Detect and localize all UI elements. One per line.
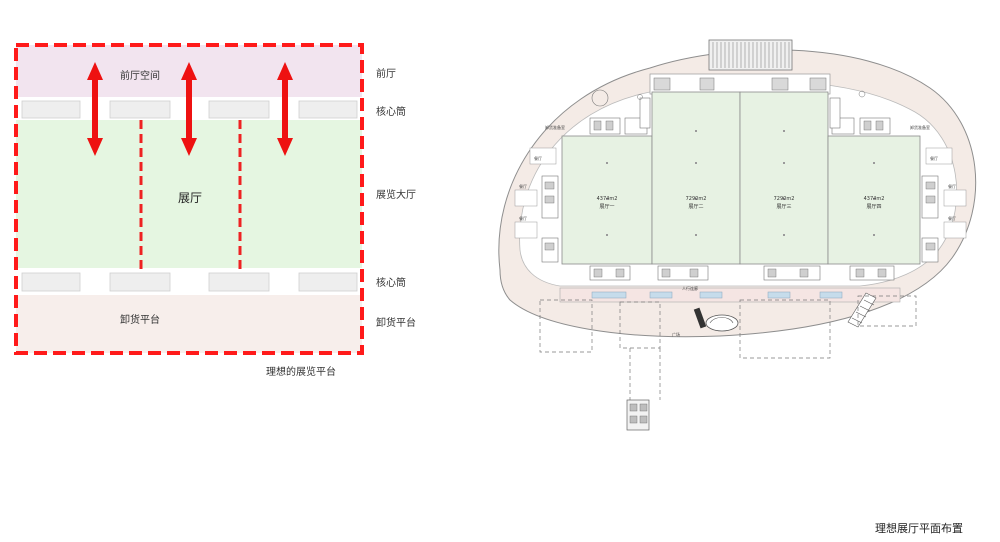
double-arrow-icon (277, 62, 293, 156)
core-cell (21, 100, 81, 119)
side-label-loading: 卸货平台 (376, 316, 416, 329)
core-cell (21, 272, 81, 292)
side-label-lobby: 前厅 (376, 67, 396, 80)
hall-name: 展厅一 (599, 204, 614, 210)
room-label: 餐厅 (930, 155, 938, 161)
hall-area: 7290m2 (774, 196, 795, 202)
landscape-feature (591, 89, 609, 107)
core-cell (208, 100, 270, 119)
room-label: 餐厅 (519, 215, 527, 221)
room-label: 餐厅 (948, 215, 956, 221)
dock-zone (16, 295, 362, 353)
flow-arrows (87, 62, 293, 156)
left-caption: 理想的展览平台 (266, 365, 336, 378)
ideal-platform-diagram: 前厅空间 展厅 卸货平台 前厅 核心筒 展览大厅 核心筒 卸货平台 理想的展览平… (14, 43, 416, 378)
core-cell (298, 100, 358, 119)
core-cell (208, 272, 270, 292)
hall-area: 4374m2 (597, 196, 618, 202)
zone-label-hall: 展厅 (178, 191, 202, 205)
double-arrow-icon (87, 62, 103, 156)
concourse (559, 287, 901, 303)
platform-boundary (14, 43, 364, 355)
double-arrow-icon (181, 62, 197, 156)
diagonal-stair (847, 292, 877, 328)
room-label: 餐厅 (534, 155, 542, 161)
side-label-core-top: 核心筒 (376, 105, 406, 118)
zone-label-lobby: 前厅空间 (120, 69, 160, 82)
side-label-core-bottom: 核心筒 (376, 276, 406, 289)
core-cell (298, 272, 358, 292)
hall-cell (739, 91, 829, 265)
hall-cell (651, 91, 741, 265)
hall-area: 4374m2 (864, 196, 885, 202)
plan-caption: 理想展厅平面布置 (875, 521, 963, 535)
room-label: 餐厅 (519, 183, 527, 189)
floor-plan: 4374m2 展厅一 7290m2 展厅二 7290m2 展厅三 4374m2 … (498, 39, 977, 431)
hall-area: 7290m2 (686, 196, 707, 202)
top-core-band (649, 73, 831, 95)
plaza-label: 广场 (672, 331, 680, 337)
corridor-label: 人行连廊 (682, 285, 698, 291)
core-cell (109, 272, 171, 292)
top-entrance (708, 39, 793, 71)
side-label-exhibition-hall: 展览大厅 (376, 188, 416, 201)
room-label: 卸货准备室 (545, 124, 565, 130)
plaza-sculpture (693, 307, 739, 332)
room-label: 餐厅 (948, 183, 956, 189)
room-label: 卸货准备室 (910, 124, 930, 130)
hall-name: 展厅二 (688, 204, 703, 210)
hall-name: 展厅四 (866, 204, 881, 210)
glass-panels (591, 291, 843, 299)
core-cell (109, 100, 171, 119)
dashed-extensions (539, 295, 917, 400)
zone-label-dock: 卸货平台 (120, 313, 160, 326)
hall-name: 展厅三 (776, 204, 791, 210)
